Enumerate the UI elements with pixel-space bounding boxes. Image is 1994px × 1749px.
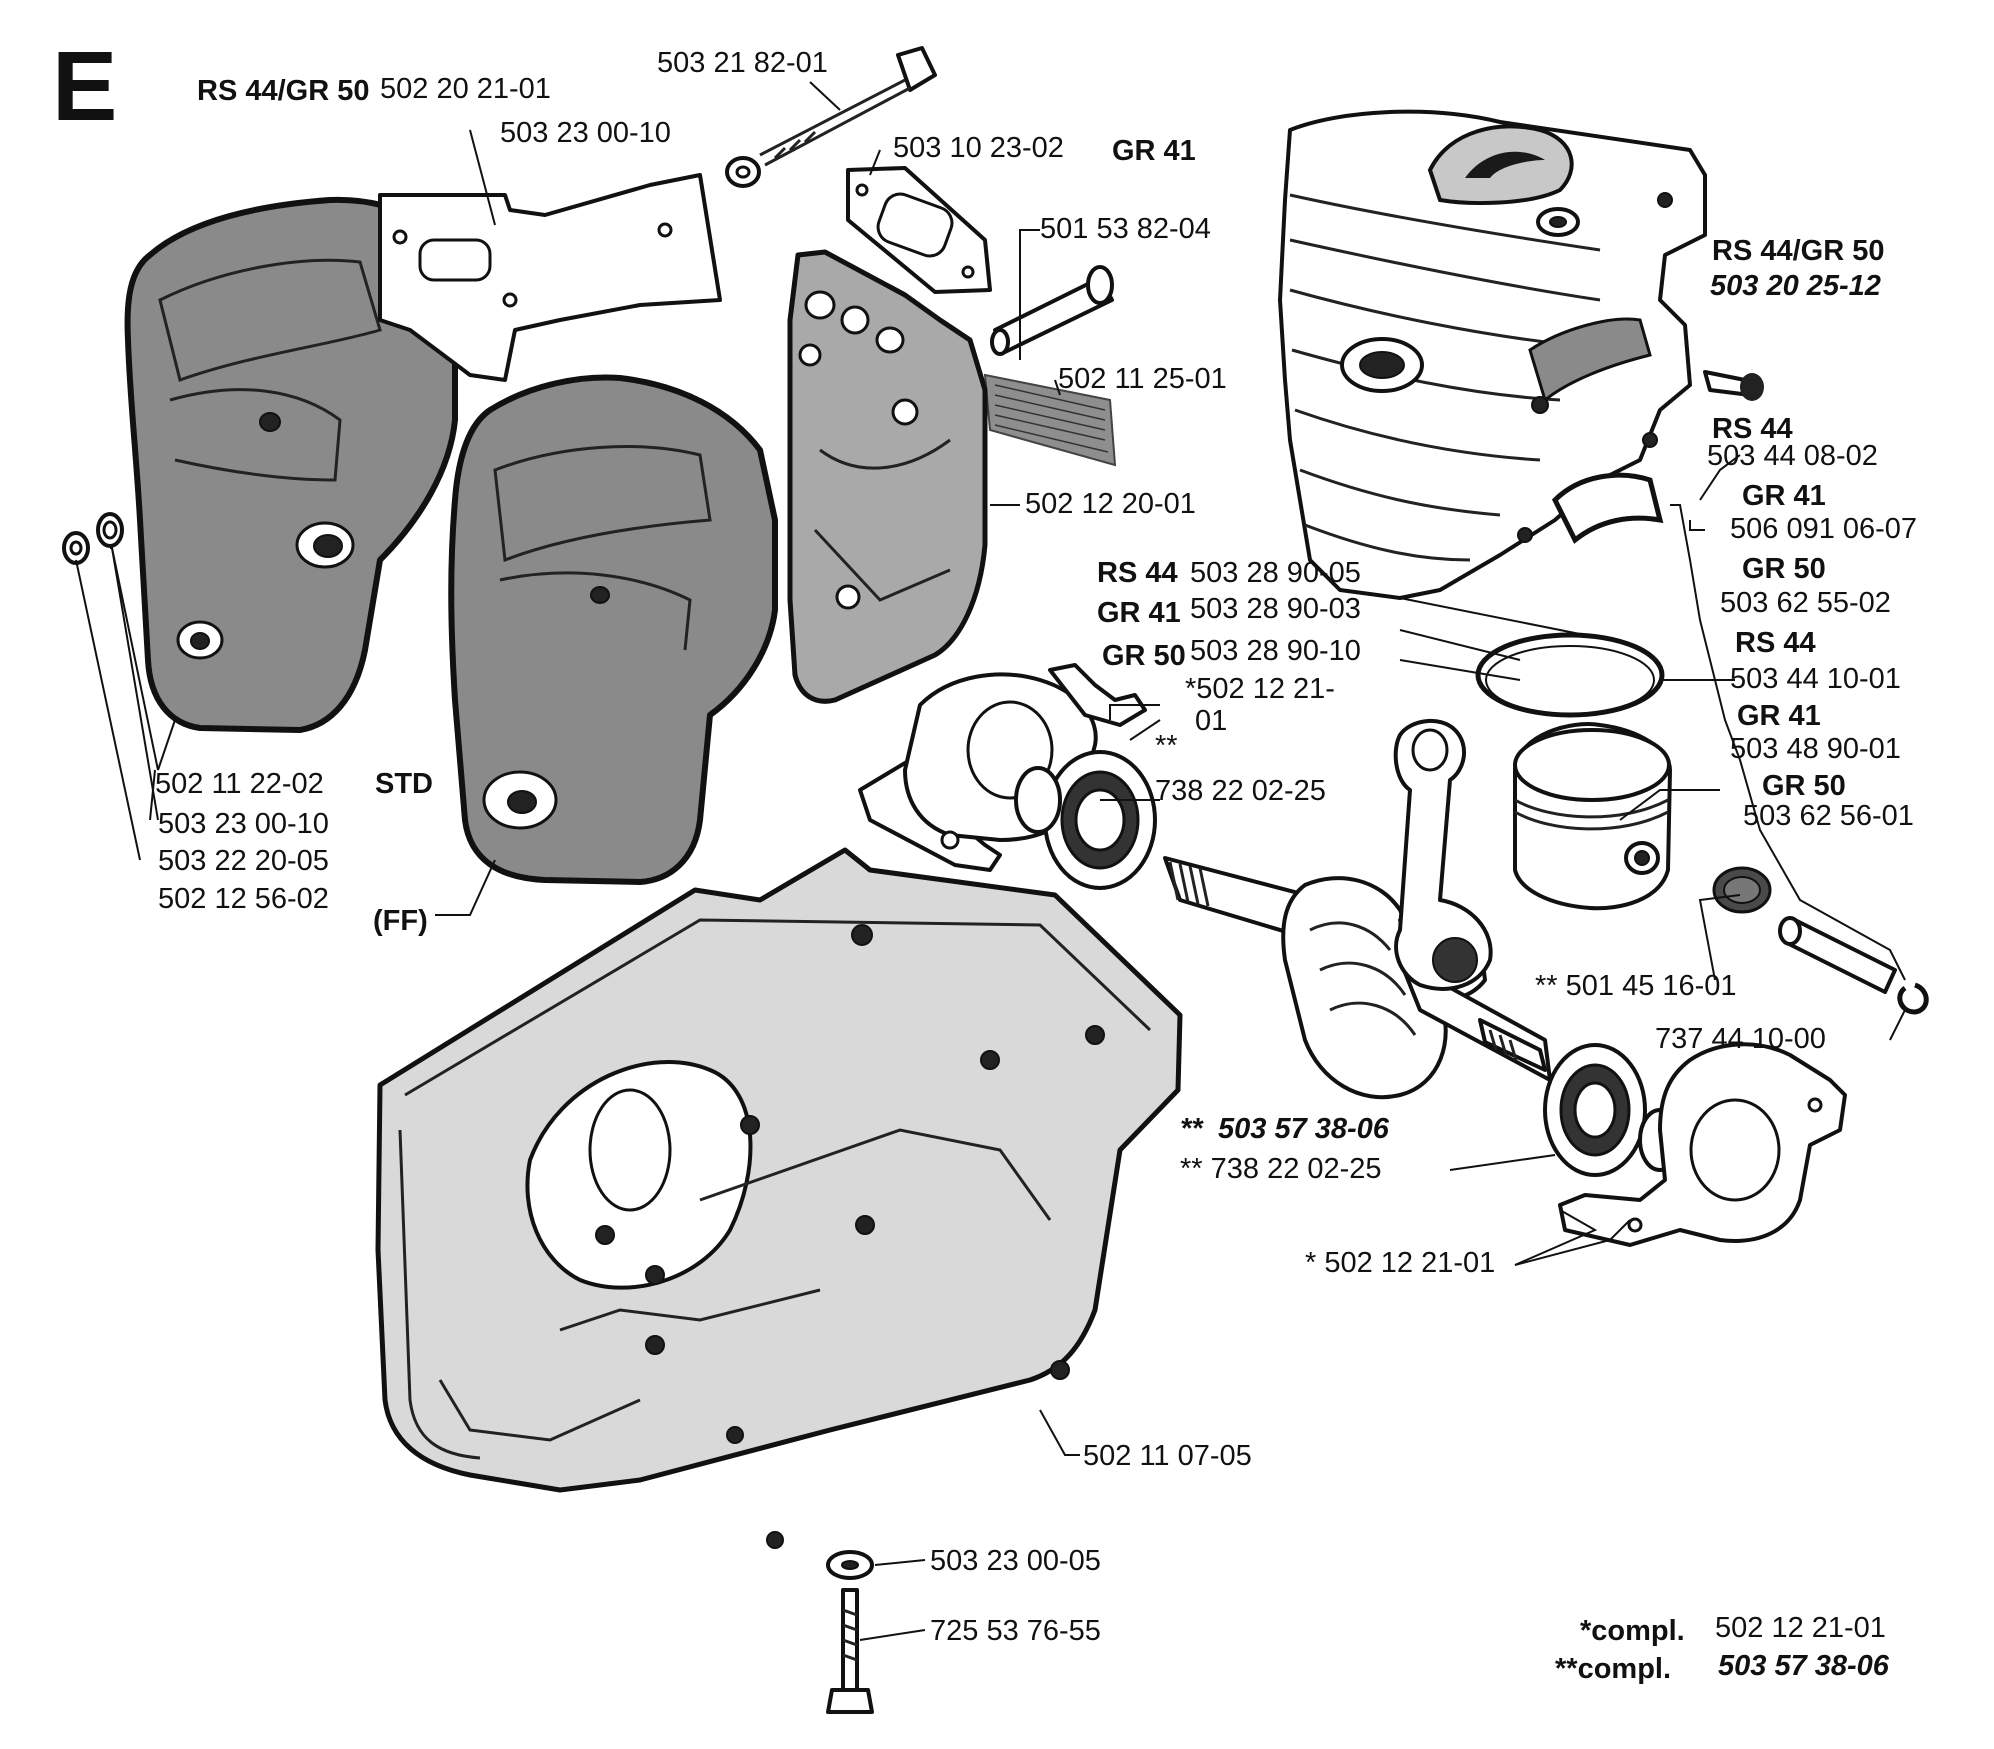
label-double-star: ** (1155, 730, 1178, 762)
section-letter: E (52, 31, 117, 141)
muffler-cover-rear (124, 196, 458, 733)
label-503-57-38-06-stars: ** (1180, 1113, 1204, 1145)
part-number-503-48-90-01: 503 48 90-01 (1730, 733, 1901, 765)
piston (1513, 722, 1672, 911)
part-number-502-11-07-05: 502 11 07-05 (1083, 1440, 1252, 1472)
legend-compl-2-value: 503 57 38-06 (1718, 1650, 1890, 1682)
part-number-501-45-16-01: ** 501 45 16-01 (1535, 970, 1737, 1002)
bearing-housing-right (1558, 1042, 1847, 1247)
label-gr41-top: GR 41 (1112, 135, 1196, 167)
label-rs44-a: RS 44 (1712, 413, 1793, 445)
crankshaft (1163, 856, 1552, 1100)
cylinder-screw (1703, 370, 1764, 401)
legend-compl-1-prefix: *compl. (1580, 1615, 1685, 1647)
part-number-502-12-21-01-low: * 502 12 21-01 (1305, 1247, 1495, 1279)
muffler-sleeve (990, 265, 1114, 356)
legend-compl-2-prefix: **compl. (1555, 1653, 1671, 1685)
part-number-502-20-21-01: 502 20 21-01 (380, 73, 551, 105)
label-gr41-ring: GR 41 (1097, 597, 1181, 629)
part-number-503-21-82-01: 503 21 82-01 (657, 47, 828, 79)
part-number-503-57-38-06: 503 57 38-06 (1218, 1113, 1390, 1145)
piston-ring (1475, 632, 1665, 718)
crankcase (375, 847, 1183, 1549)
part-number-503-62-55-02: 503 62 55-02 (1720, 587, 1891, 619)
part-number-503-23-00-10-left: 503 23 00-10 (158, 808, 329, 840)
label-gr50-a: GR 50 (1742, 553, 1826, 585)
part-number-502-12-21-top: *502 12 21- (1185, 673, 1335, 705)
label-rs44-gr50-right: RS 44/GR 50 (1712, 235, 1884, 267)
part-number-501-53-82-04: 501 53 82-04 (1040, 213, 1211, 245)
main-bearing-left (1014, 750, 1157, 890)
label-gr41-a: GR 41 (1742, 480, 1826, 512)
part-number-502-12-20-01: 502 12 20-01 (1025, 488, 1196, 520)
connecting-rod (1393, 718, 1493, 991)
muffler-body (787, 249, 988, 704)
part-number-506-091-06-07: 506 091 06-07 (1730, 513, 1917, 545)
label-gr50-ring: GR 50 (1102, 640, 1186, 672)
spark-screen (983, 373, 1117, 467)
part-number-503-23-00-05: 503 23 00-05 (930, 1545, 1101, 1577)
crankcase-washer (826, 1550, 874, 1580)
part-number-503-20-25-12: 503 20 25-12 (1710, 270, 1881, 302)
part-number-738-22-02-25-top: 738 22 02-25 (1155, 775, 1326, 807)
piston-pin-circlip (1897, 982, 1929, 1015)
part-number-503-44-08-02: 503 44 08-02 (1707, 440, 1878, 472)
part-number-503-23-00-10-top: 503 23 00-10 (500, 117, 671, 149)
muffler-washer (96, 512, 124, 548)
part-number-725-53-76-55: 725 53 76-55 (930, 1615, 1101, 1647)
label-rs44-gr50-top: RS 44/GR 50 (197, 75, 369, 107)
part-number-503-22-20-05: 503 22 20-05 (158, 845, 329, 877)
label-gr50-b: GR 50 (1762, 770, 1846, 802)
part-number-502-11-25-01: 502 11 25-01 (1058, 363, 1227, 395)
leader-lines (75, 81, 1906, 1641)
part-number-502-11-22-02: 502 11 22-02 (155, 768, 324, 800)
muffler-cover-front (448, 374, 778, 885)
part-number-738-22-02-25-low: ** 738 22 02-25 (1180, 1153, 1382, 1185)
part-number-502-12-56-02: 502 12 56-02 (158, 883, 329, 915)
exhaust-gasket (846, 166, 992, 294)
part-number-503-10-23-02: 503 10 23-02 (893, 132, 1064, 164)
part-number-503-28-90-10: 503 28 90-10 (1190, 635, 1361, 667)
piston-pin (1778, 916, 1897, 994)
needle-bearing (1712, 866, 1772, 914)
muffler-bracket (378, 173, 722, 382)
part-number-503-62-56-01: 503 62 56-01 (1743, 800, 1914, 832)
crankcase-screw (826, 1588, 874, 1714)
part-number-503-28-90-03: 503 28 90-03 (1190, 593, 1361, 625)
legend-compl-1-value: 502 12 21-01 (1715, 1612, 1886, 1644)
part-number-502-12-21-top-suffix: 01 (1195, 705, 1227, 737)
part-number-503-44-10-01: 503 44 10-01 (1730, 663, 1901, 695)
label-gr41-b: GR 41 (1737, 700, 1821, 732)
part-number-737-44-10-00: 737 44 10-00 (1655, 1023, 1826, 1055)
part-number-503-28-90-05: 503 28 90-05 (1190, 557, 1361, 589)
label-rs44-ring: RS 44 (1097, 557, 1178, 589)
main-bearing-right (1543, 1043, 1682, 1177)
muffler-nut (62, 531, 90, 565)
muffler-bolt (725, 46, 937, 188)
label-std: STD (375, 768, 433, 800)
label-ff: (FF) (373, 905, 428, 937)
cylinder (1278, 109, 1707, 600)
label-rs44-b: RS 44 (1735, 627, 1816, 659)
